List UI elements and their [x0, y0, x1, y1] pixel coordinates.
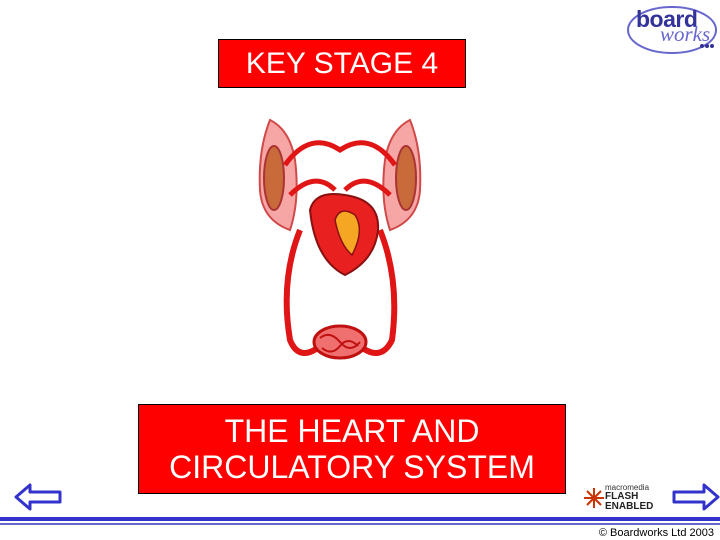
logo-word-board: board: [636, 6, 698, 32]
copyright-text: © Boardworks Ltd 2003: [598, 527, 714, 539]
boardworks-logo: board works: [626, 4, 718, 56]
flash-enabled-badge: macromedia FLASH ENABLED: [583, 483, 663, 513]
footer-rule-primary: [0, 517, 720, 521]
key-stage-text: KEY STAGE 4: [245, 46, 439, 80]
back-arrow-icon[interactable]: [14, 480, 64, 514]
logo-word-works: works: [660, 22, 711, 46]
key-stage-label: KEY STAGE 4: [218, 39, 466, 88]
forward-arrow-icon[interactable]: [670, 480, 720, 514]
flash-macromedia-text: macromedia: [605, 483, 650, 492]
footer-strip: [0, 525, 720, 540]
flash-star-icon: [584, 488, 604, 508]
footer-rule-secondary: [0, 523, 720, 525]
title-line-2: CIRCULATORY SYSTEM: [169, 449, 535, 485]
presentation-title: THE HEART AND CIRCULATORY SYSTEM: [138, 404, 566, 494]
circulatory-system-illustration: [258, 118, 422, 360]
title-line-1: THE HEART AND: [224, 413, 480, 449]
logo-oval-icon: [627, 6, 717, 54]
flash-enabled-text: FLASH ENABLED: [605, 491, 654, 512]
